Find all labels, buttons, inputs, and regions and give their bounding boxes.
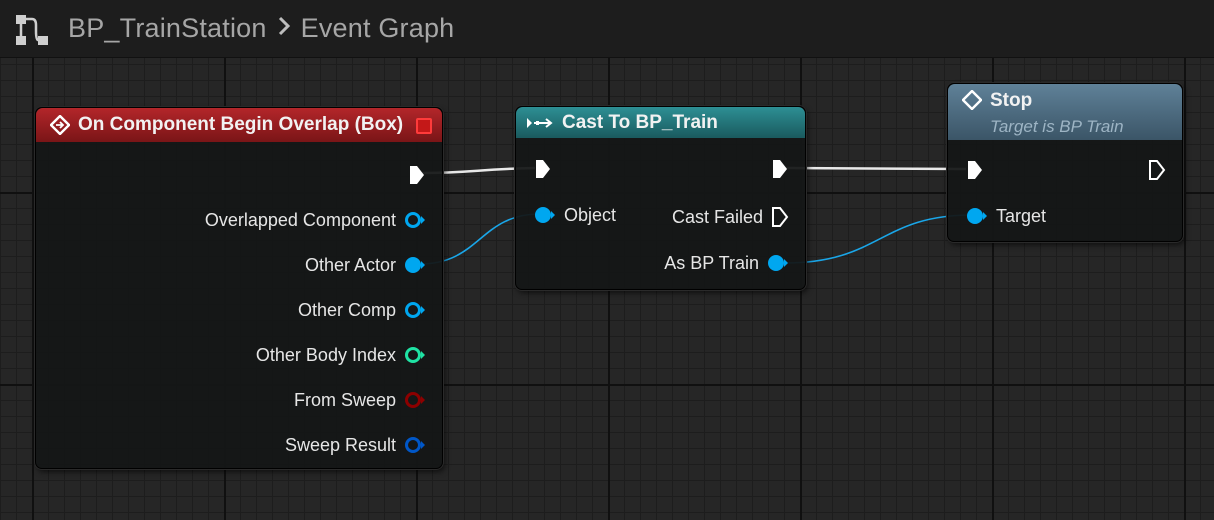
exec-out-pin-icon[interactable]	[1148, 159, 1166, 181]
pin-other-actor[interactable]: Other Actor	[36, 253, 426, 277]
boolean-pin-icon[interactable]	[404, 391, 426, 409]
exec-out-pin-icon[interactable]	[771, 206, 789, 228]
object-pin-icon[interactable]	[767, 254, 789, 272]
object-pin-icon[interactable]	[534, 206, 556, 224]
exec-wire-cast-to-stop[interactable]	[784, 166, 967, 171]
object-pin-icon[interactable]	[966, 207, 988, 225]
pin-label: Overlapped Component	[204, 209, 396, 230]
breadcrumb-graph[interactable]: Event Graph	[300, 13, 455, 43]
pin-overlapped-component[interactable]: Overlapped Component	[36, 208, 426, 232]
pin-object[interactable]: Object	[534, 203, 616, 227]
event-node-title: On Component Begin Overlap (Box)	[78, 114, 404, 135]
exec-out-pin-icon[interactable]	[771, 158, 789, 180]
stop-node-header[interactable]: Stop Target is BP Train	[948, 84, 1182, 140]
pin-other-body-index[interactable]: Other Body Index	[36, 343, 426, 367]
object-pin-icon[interactable]	[404, 211, 426, 229]
object-wire-as-bp-train-to-target[interactable]	[784, 214, 973, 264]
breadcrumb-separator-icon	[277, 13, 291, 44]
event-node-header[interactable]: On Component Begin Overlap (Box)	[36, 108, 442, 142]
exec-out-pin-row[interactable]	[948, 158, 1166, 182]
cast-node-header[interactable]: Cast To BP_Train	[516, 107, 805, 138]
event-diamond-icon	[50, 115, 70, 135]
exec-out-pin-row[interactable]	[36, 163, 426, 187]
pin-label: Cast Failed	[671, 206, 763, 227]
pin-label: From Sweep	[293, 389, 396, 410]
event-node-begin-overlap[interactable]: On Component Begin Overlap (Box) Overlap…	[35, 107, 443, 469]
pin-label: As BP Train	[664, 252, 759, 273]
cast-node-title: Cast To BP_Train	[562, 111, 718, 133]
object-pin-icon[interactable]	[404, 301, 426, 319]
pin-target[interactable]: Target	[966, 204, 1046, 228]
pin-other-comp[interactable]: Other Comp	[36, 298, 426, 322]
pin-from-sweep[interactable]: From Sweep	[36, 388, 426, 412]
stop-node-title: Stop	[990, 90, 1033, 111]
cast-arrows-icon	[526, 116, 554, 130]
pin-label: Other Comp	[297, 299, 396, 320]
pin-cast-failed[interactable]: Cast Failed	[516, 205, 789, 229]
pin-sweep-result[interactable]: Sweep Result	[36, 433, 426, 457]
graph-tab-bar: BP_TrainStation Event Graph	[0, 0, 1214, 58]
delegate-pin-icon[interactable]	[416, 118, 432, 134]
pin-label: Other Actor	[304, 254, 396, 275]
stop-function-node[interactable]: Stop Target is BP Train Target	[947, 83, 1183, 242]
function-diamond-icon	[962, 90, 982, 110]
exec-in-pin-row[interactable]	[966, 158, 984, 182]
pin-label: Target	[996, 205, 1047, 226]
pin-label: Sweep Result	[284, 434, 396, 455]
breadcrumb-blueprint[interactable]: BP_TrainStation	[68, 13, 267, 43]
struct-pin-icon[interactable]	[404, 436, 426, 454]
exec-in-pin-row[interactable]	[534, 157, 552, 181]
pin-label: Object	[564, 204, 617, 225]
cast-node[interactable]: Cast To BP_Train Object Cast Failed As B…	[515, 106, 806, 290]
pin-as-bp-train[interactable]: As BP Train	[516, 251, 789, 275]
exec-in-pin-icon[interactable]	[534, 158, 552, 180]
stop-node-subtitle: Target is BP Train	[990, 117, 1124, 136]
pin-label: Other Body Index	[255, 344, 396, 365]
graph-icon	[16, 14, 48, 45]
exec-out-pin-icon[interactable]	[408, 164, 426, 186]
exec-out-pin-row[interactable]	[516, 157, 789, 181]
exec-in-pin-icon[interactable]	[966, 159, 984, 181]
object-pin-icon[interactable]	[404, 256, 426, 274]
integer-pin-icon[interactable]	[404, 346, 426, 364]
